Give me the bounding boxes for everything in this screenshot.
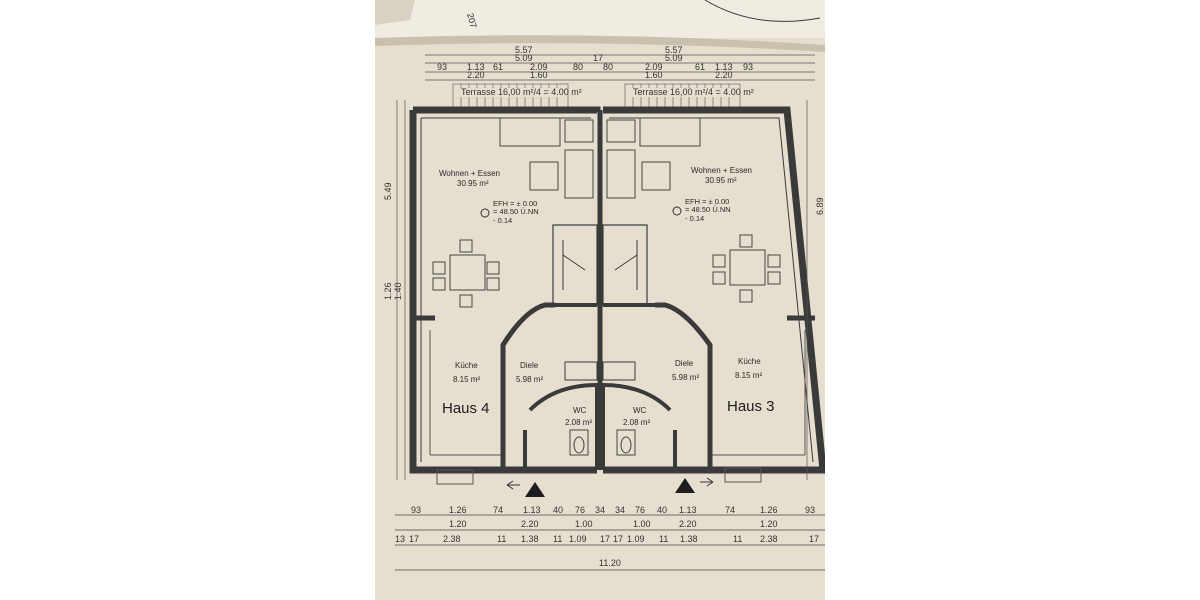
bottom-dim-3-13: 2.38 [760,534,778,544]
top-dim-3j: 93 [743,62,753,72]
terrace-right-label: Terrasse 16,00 m²/4 = 4.00 m² [633,87,754,97]
bottom-dim-1-6: 34 [595,505,605,515]
bottom-dim-total: 11.20 [599,558,621,568]
bottom-dim-3-7: 17 [600,534,610,544]
bottom-dim-3-2: 2.38 [443,534,461,544]
side-dimensions [396,100,808,480]
side-dim-left-3: 1.40 [393,282,403,300]
top-dim-2a: 5.09 [515,53,533,63]
bottom-dim-1-13: 93 [805,505,815,515]
walls [409,106,825,474]
bottom-dim-2-0: 1.20 [449,519,467,529]
efh-left-1: EFH = ± 0.00 [493,199,537,208]
top-dimensions [425,54,815,81]
top-dim-4c: 1.60 [645,70,663,80]
bottom-dim-1-1: 1.26 [449,505,467,515]
top-dim-3b: 1.13 [467,62,485,72]
bottom-dim-1-3: 1.13 [523,505,541,515]
terrace-left-label: Terrasse 16,00 m²/4 = 4.00 m² [461,87,582,97]
top-dim-3i: 1.13 [715,62,733,72]
top-dim-1b: 5.57 [665,45,683,55]
bottom-dim-2-4: 2.20 [679,519,697,529]
kitchen-area-right: 8.15 m² [735,371,762,380]
efh-right-2: = 48.50 Ü.NN [685,205,731,214]
wc-label-right: WC [633,406,647,415]
wc-area-left: 2.08 m² [565,418,592,427]
bottom-dim-1-2: 74 [493,505,503,515]
side-dim-left-2: 1.26 [383,282,393,300]
bottom-dim-1-9: 40 [657,505,667,515]
bottom-dim-3-11: 1.38 [680,534,698,544]
haus-4-label: Haus 4 [442,400,490,417]
bottom-dim-1-4: 40 [553,505,563,515]
bottom-dim-3-1: 17 [409,534,419,544]
kitchen-label-left: Küche [455,361,478,370]
bottom-dim-2-2: 1.00 [575,519,593,529]
top-dim-4b: 1.60 [530,70,548,80]
bottom-dimensions [395,514,825,571]
bottom-dim-3-4: 1.38 [521,534,539,544]
kitchen-area-left: 8.15 m² [453,375,480,384]
hall-label-right: Diele [675,359,694,368]
bottom-dim-3-6: 1.09 [569,534,587,544]
top-dim-3c: 61 [493,62,503,72]
top-dim-2b: 17 [593,53,603,63]
top-dim-3a: 93 [437,62,447,72]
corner-text: 207 [465,12,479,29]
hall-label-left: Diele [520,361,539,370]
top-dim-3e: 80 [573,62,583,72]
wc-area-right: 2.08 m² [623,418,650,427]
bottom-dim-1-12: 1.26 [760,505,778,515]
bottom-dim-3-8: 17 [613,534,623,544]
top-dim-4d: 2.20 [715,70,733,80]
side-dim-right-1: 6.89 [815,197,825,215]
level-marker-left [480,208,490,218]
haus-3-label: Haus 3 [727,398,775,415]
wc-label-left: WC [573,406,587,415]
top-dim-2c: 5.09 [665,53,683,63]
level-marker-right [672,206,682,216]
top-dim-3g: 2.09 [645,62,663,72]
bottom-dim-1-10: 1.13 [679,505,697,515]
bottom-dim-1-0: 93 [411,505,421,515]
bottom-dim-1-7: 34 [615,505,625,515]
efh-left-3: - 0.14 [493,216,512,225]
living-area-right: 30.95 m² [705,176,737,185]
top-dim-4a: 2.20 [467,70,485,80]
top-dim-1a: 5.57 [515,45,533,55]
hall-area-right: 5.98 m² [672,373,699,382]
living-area-left: 30.95 m² [457,179,489,188]
furniture-right [606,117,781,456]
top-dim-3d: 2.09 [530,62,548,72]
living-label-left: Wohnen + Essen [439,169,500,178]
bottom-dim-3-5: 11 [553,534,562,544]
bottom-dim-2-3: 1.00 [633,519,651,529]
top-dim-3f: 80 [603,62,613,72]
bottom-dim-2-5: 1.20 [760,519,778,529]
furniture-left [432,117,594,456]
top-dim-3h: 61 [695,62,705,72]
efh-right-3: - 0.14 [685,214,704,223]
bottom-dim-3-12: 11 [733,534,742,544]
bottom-dim-3-14: 17 [809,534,819,544]
floor-plan-photo: 207 5.57 5.57 5.09 17 5.09 93 1.13 61 2.… [375,0,825,600]
efh-right-1: EFH = ± 0.00 [685,197,729,206]
bottom-dim-1-11: 74 [725,505,735,515]
bottom-dim-3-9: 1.09 [627,534,645,544]
bottom-dim-1-5: 76 [575,505,585,515]
bottom-dim-3-3: 11 [497,534,506,544]
bottom-dim-1-8: 76 [635,505,645,515]
bottom-dim-2-1: 2.20 [521,519,539,529]
efh-left-2: = 48.50 Ü.NN [493,207,539,216]
kitchen-label-right: Küche [738,357,761,366]
bottom-dim-3-0: 13 [395,534,405,544]
floor-plan-drawing: 207 5.57 5.57 5.09 17 5.09 93 1.13 61 2.… [375,0,825,600]
living-label-right: Wohnen + Essen [691,166,752,175]
hall-area-left: 5.98 m² [516,375,543,384]
entrance-markers [436,467,762,497]
side-dim-left-1: 5.49 [383,182,393,200]
bottom-dim-3-10: 11 [659,534,668,544]
